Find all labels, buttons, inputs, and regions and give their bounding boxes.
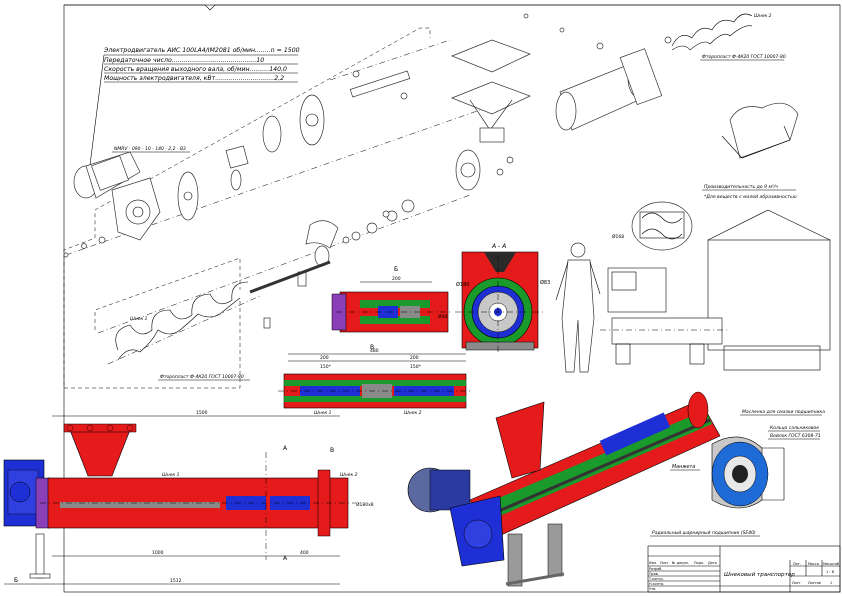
- mark-b: Б: [14, 577, 18, 584]
- dim-1512: 1512: [170, 578, 182, 584]
- dim-1500: 1500: [196, 410, 208, 416]
- tb-scale: Масштаб: [823, 562, 839, 566]
- tb-prov: Пров.: [649, 572, 659, 576]
- dim-180x8: Ø180х8: [356, 501, 374, 508]
- dim-180: Ø180: [456, 281, 469, 288]
- dim-480: 480: [370, 348, 379, 354]
- view-b: Б 200 Ø48: [331, 266, 452, 333]
- section-aa: А - А Ø180 Ø83: [455, 243, 550, 355]
- tb-sheet: Лист: [792, 581, 801, 585]
- note-label: *Для веществ с малой абразивностью: [704, 194, 797, 200]
- hopper-iso: [451, 39, 531, 191]
- tb-ndoc: № докум.: [672, 561, 689, 565]
- cuff-label: Манжета: [672, 464, 695, 470]
- tb-tkontr: Т.контр.: [648, 577, 664, 581]
- dim-200: 200: [392, 276, 401, 282]
- tb-razrab: Разраб.: [649, 567, 662, 571]
- tb-list: Лист: [660, 561, 669, 565]
- dim-200a: 200: [320, 355, 329, 361]
- screw1-iso: [107, 281, 261, 365]
- view-v-label: В: [370, 344, 374, 351]
- mark-a-bottom: А: [283, 555, 288, 562]
- dim-1000: 1000: [152, 550, 164, 556]
- dim-400: 400: [300, 550, 309, 556]
- ring-label: Кольцо сальниковое: [770, 425, 819, 431]
- dim-48: Ø48: [438, 313, 447, 320]
- productivity-label: Производительность до 9 м³/ч: [704, 184, 778, 190]
- motor-spec-block: Электродвигатель АИС 100LA4/IM2081 об/ми…: [89, 46, 300, 166]
- operator-figure: [555, 242, 601, 373]
- elevation-view: 1500 1000 400 1512 Ø180х8 Шнек 1 Шнек 2: [3, 410, 374, 585]
- half-shells: [721, 102, 799, 159]
- fluoro2-label: Фторопласт Ф-4К20 ГОСТ 10007-80: [702, 54, 786, 60]
- radial-label: Радиальный шарнирный подшипник (SE40): [652, 530, 756, 536]
- tb-scale-value: 1 : 8: [826, 570, 835, 574]
- dim-83: Ø83: [540, 279, 550, 286]
- screw2-label: Шнек 2: [754, 13, 772, 19]
- felt-label: Войлок ГОСТ 6308-71: [770, 433, 821, 439]
- elev-screw2: Шнек 2: [340, 472, 358, 478]
- oiler-label: Масленка для смазки подшипника: [742, 409, 825, 415]
- fluoro-label: Фторопласт Ф-4К20 ГОСТ 10007-80: [160, 374, 244, 380]
- iso-assembly: [407, 391, 721, 587]
- trough-iso: [523, 13, 672, 131]
- tb-lit: Лит.: [793, 562, 801, 566]
- title-block: Изм Лист № докум. Подп. Дата Разраб. Про…: [647, 545, 841, 593]
- motor-spec-line3: Скорость вращения выходного вала, об/мин…: [104, 65, 287, 73]
- view-v-screw2: Шнек 2: [404, 410, 422, 416]
- tb-sheets-n: 1: [830, 581, 832, 585]
- tb-mass: Масса: [808, 562, 819, 566]
- motor-spec-line1: Электродвигатель АИС 100LA4/IM2081 об/ми…: [103, 46, 300, 54]
- installation-view: Производительность до 9 м³/ч *Для вещест…: [600, 184, 831, 371]
- dim-200b: 200: [410, 355, 419, 361]
- screw1-label: Шнек 1: [130, 316, 148, 322]
- tb-utv: Утв.: [649, 587, 656, 591]
- motor-iso: [73, 151, 161, 241]
- screw2-iso: [671, 13, 753, 51]
- tb-podp: Подп.: [694, 561, 704, 565]
- dim-150b: 150*: [410, 364, 422, 370]
- tb-nkontr: Н.контр.: [649, 582, 664, 586]
- motor-spec-line4: Мощность электродвигателя, кВт..........…: [104, 75, 284, 82]
- section-aa-label: А - А: [491, 243, 506, 250]
- elev-screw1: Шнек 1: [162, 472, 180, 478]
- mark-v: В: [330, 447, 334, 454]
- exploded-view: Электродвигатель АИС 100LA4/IM2081 об/ми…: [63, 13, 799, 385]
- view-v-screw1: Шнек 1: [314, 410, 332, 416]
- motor-spec-line2: Передаточное число......................…: [104, 57, 264, 64]
- gearbox-label: NMRV - 090 - 10 - 140 - 2,2 - В3: [114, 146, 186, 152]
- tb-izm: Изм: [649, 561, 656, 565]
- dim-168: Ø168: [612, 233, 624, 240]
- tb-title: Шнековый транспортер: [724, 572, 795, 578]
- bearing-detail: Масленка для смазки подшипника Кольцо са…: [650, 409, 825, 537]
- tb-data: Дата: [708, 561, 717, 565]
- dim-150a: 150*: [320, 364, 332, 370]
- view-b-label: Б: [394, 266, 398, 273]
- mark-a-top: А: [283, 445, 288, 452]
- view-v: В 480 200 200 150* 150* Шнек 1 Шнек 2: [278, 344, 472, 416]
- tb-sheets: Листов: [808, 581, 821, 585]
- exploded-parts: [63, 70, 415, 329]
